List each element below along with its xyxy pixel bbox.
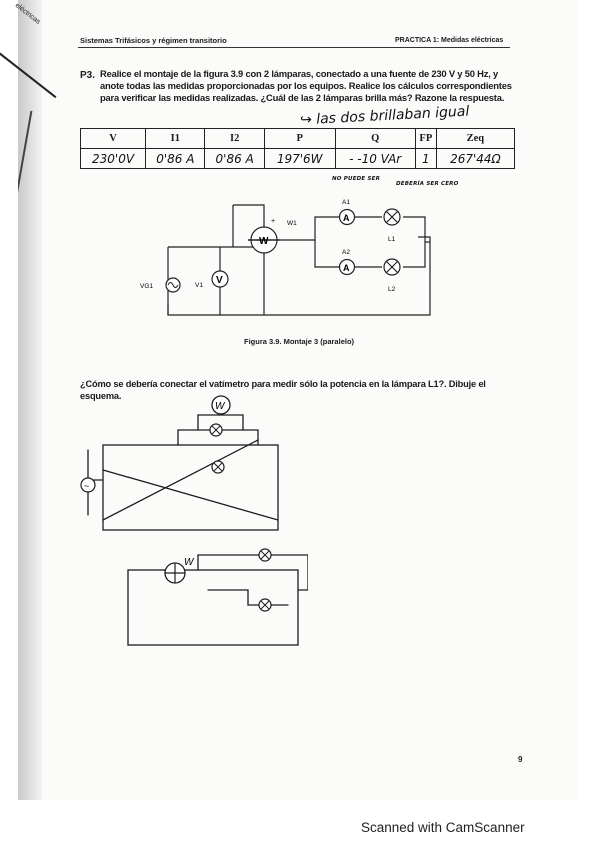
sketch-lamp-lower-1 [258, 548, 272, 562]
table-cell: 0'86 A [204, 148, 265, 169]
sketch-lamp-lower-2 [258, 598, 272, 612]
sketch-lamp-upper-1 [209, 423, 223, 437]
table-header-cell: V [79, 128, 147, 149]
measurements-table: V I1 I2 P Q FP Zeq 230'0V 0'86 A 0'86 A … [79, 128, 516, 169]
sketch-source-upper-symbol: ~ [84, 481, 89, 491]
voltmeter-symbol [211, 270, 229, 288]
fp-note: DEBERÍA SER CERO [396, 181, 459, 187]
table-cell: 1 [414, 148, 437, 169]
table-cell: 230'0V [79, 148, 147, 169]
voltmeter-letter: V [216, 275, 223, 286]
wattmeter-label: W1 [287, 220, 297, 227]
table-header-cell: Q [334, 128, 416, 149]
header-rule [78, 47, 510, 48]
table-header-cell: I1 [145, 128, 206, 149]
page-number: 9 [518, 755, 523, 764]
header-left: Sistemas Trifásicos y régimen transitori… [80, 36, 227, 45]
table-header-cell: FP [414, 128, 437, 149]
ammeter-a2-letter: A [343, 263, 350, 273]
lamp-l1 [383, 208, 401, 226]
sketch-wattmeter-upper-letter: W [215, 401, 226, 412]
sketch-lamp-upper-2 [211, 460, 225, 474]
wattmeter-plus: + [271, 218, 275, 225]
lamp-l2-label: L2 [388, 286, 396, 293]
ammeter-a2-label: A2 [342, 249, 350, 256]
table-cell: 0'86 A [145, 148, 206, 169]
sketch-wattmeter-upper [211, 395, 231, 415]
source-label: VG1 [140, 283, 153, 290]
figure-caption: Figura 3.9. Montaje 3 (paralelo) [244, 337, 355, 346]
table-cell: 267'44Ω [435, 148, 516, 169]
table-row: 230'0V 0'86 A 0'86 A 197'6W - -10 VAr 1 … [79, 148, 516, 169]
table-header-cell: P [263, 128, 336, 149]
ammeter-a1-letter: A [343, 213, 350, 223]
sketch-wattmeter-lower-letter: W [184, 557, 195, 568]
scan-edge-shadow [18, 0, 42, 800]
circuit-diagram: W W1 + A A1 A A2 L1 L2 VG1 V V1 [140, 199, 431, 316]
lamp-l1-label: L1 [388, 236, 396, 243]
question-text: Realice el montaje de la figura 3.9 con … [100, 68, 512, 103]
table-header-row: V I1 I2 P Q FP Zeq [79, 128, 516, 149]
lamp-l2 [383, 258, 401, 276]
ammeter-a2 [338, 258, 356, 276]
header-right: PRACTICA 1: Medidas eléctricas [395, 37, 504, 44]
q-note: NO PUEDE SER [332, 176, 381, 182]
question2-text: ¿Cómo se debería conectar el vatímetro p… [80, 379, 486, 401]
question-number: P3. [80, 70, 96, 81]
wattmeter-letter: W [259, 236, 269, 247]
scanner-watermark: Scanned with CamScanner [361, 820, 525, 835]
table-header-cell: Zeq [435, 128, 516, 149]
handwritten-sketch: W ~ W [80, 395, 308, 646]
voltmeter-label: V1 [195, 282, 203, 289]
ammeter-a1 [338, 208, 356, 226]
table-header-cell: I2 [204, 128, 265, 149]
ammeter-a1-label: A1 [342, 199, 350, 206]
table-cell: - -10 VAr [334, 148, 416, 169]
table-cell: 197'6W [263, 148, 336, 169]
sketch-source-upper [80, 477, 96, 493]
